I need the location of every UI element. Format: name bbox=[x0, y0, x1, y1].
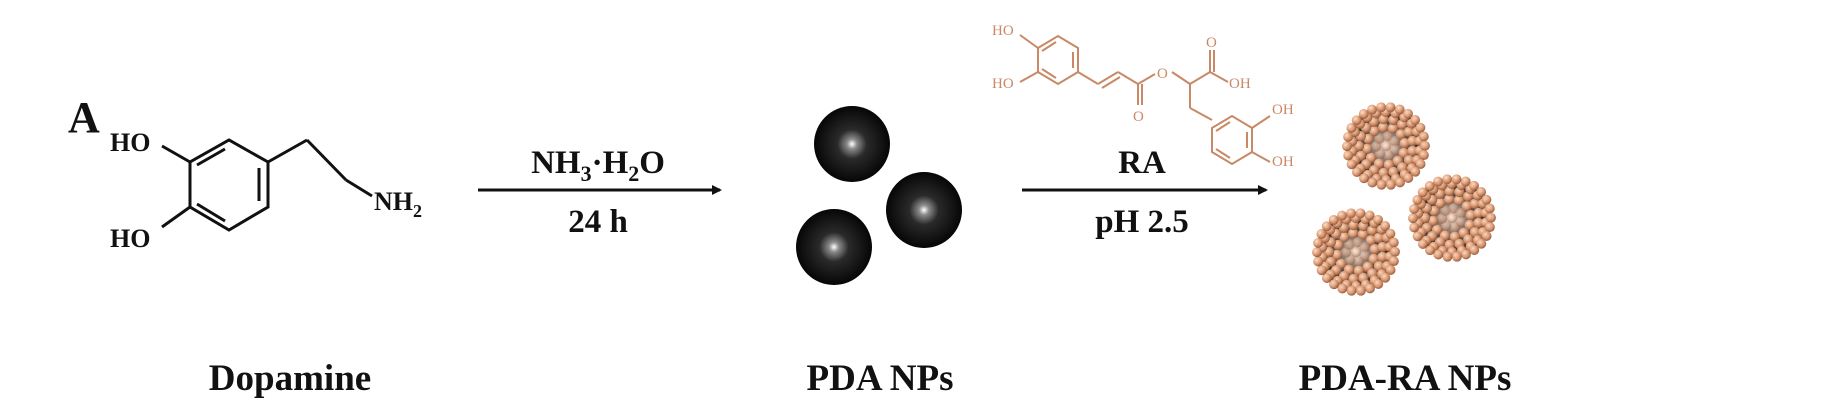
ra-ho-top: HO bbox=[992, 23, 1014, 39]
ra-carbonyl-o: O bbox=[1133, 109, 1144, 125]
ra-ho-bottom: HO bbox=[992, 76, 1014, 92]
ra-acid-oh: OH bbox=[1229, 76, 1251, 92]
step2-reagent: RA bbox=[1118, 145, 1166, 181]
pda-nanoparticle bbox=[814, 106, 890, 182]
pda-ra-nanoparticle bbox=[1408, 174, 1496, 262]
pda-ra-nanoparticles bbox=[1312, 102, 1496, 296]
pda-ra-caption: PDA-RA NPs bbox=[1298, 358, 1512, 399]
ra-oh-bottom: OH bbox=[1272, 154, 1294, 170]
panel-label: A bbox=[68, 93, 100, 142]
ra-ester-o: O bbox=[1157, 66, 1168, 82]
dopamine-ho-top: HO bbox=[110, 128, 150, 157]
ra-acid-o: O bbox=[1206, 35, 1217, 51]
dopamine-ho-bottom: HO bbox=[110, 224, 150, 253]
ra-oh-top: OH bbox=[1272, 102, 1294, 118]
step1-time: 24 h bbox=[568, 204, 628, 240]
dopamine-structure bbox=[161, 138, 373, 232]
pda-ra-nanoparticle bbox=[1342, 102, 1430, 190]
step1-reagent: NH3·H2O bbox=[531, 145, 665, 186]
step2-ph: pH 2.5 bbox=[1095, 204, 1189, 240]
pda-nanoparticle bbox=[886, 172, 962, 248]
rosmarinic-acid-structure bbox=[1019, 34, 1271, 166]
pda-caption: PDA NPs bbox=[806, 358, 954, 399]
dopamine-caption: Dopamine bbox=[208, 358, 372, 399]
dopamine-amine: NH2 bbox=[374, 187, 422, 221]
pda-nanoparticle bbox=[796, 209, 872, 285]
pda-nanoparticles bbox=[796, 106, 962, 285]
pda-ra-nanoparticle bbox=[1312, 208, 1400, 296]
